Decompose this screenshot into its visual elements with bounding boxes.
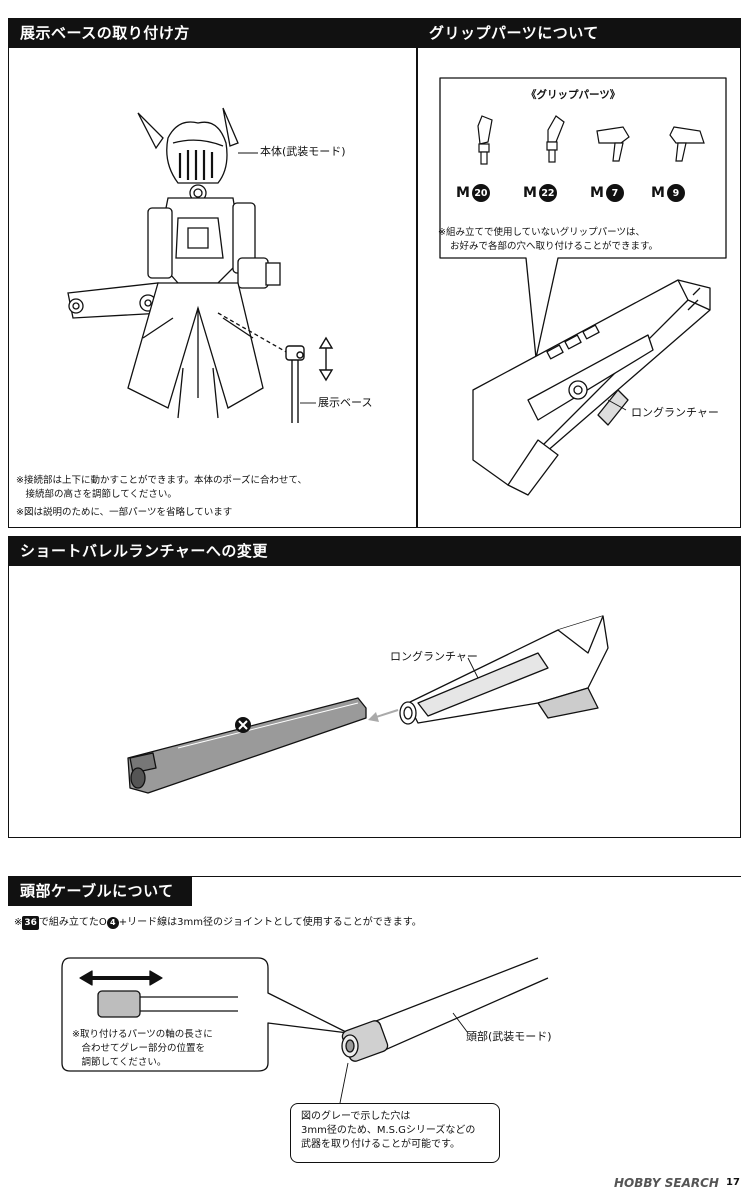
part-number-badge: 7	[605, 184, 624, 202]
display-base-header: 展示ベースの取り付け方	[8, 18, 417, 48]
joint-note-line1: ※接続部は上下に動かすことができます。本体のポーズに合わせて、	[16, 475, 308, 486]
grip-part-m7-label: M 7	[590, 184, 624, 202]
callout-line2: 3mm径のため、M.S.Gシリーズなどの	[301, 1125, 476, 1136]
grip-note-line1: ※組み立てで使用していないグリップパーツは、	[438, 227, 645, 238]
callout-line3: 武器を取り付けることが可能です。	[301, 1139, 460, 1150]
grip-note-line2: お好みで各部の穴へ取り付けることができます。	[450, 241, 659, 252]
part-letter: M	[456, 185, 470, 201]
joint-note-line2: 接続部の高さを調節してください。	[16, 489, 177, 500]
grip-part-m22-icon	[546, 115, 565, 163]
head-cable-illustration	[61, 957, 549, 1104]
long-launcher-illustration	[472, 279, 711, 496]
head-armed-mode-label: 頭部(武装モード)	[466, 1030, 552, 1043]
grip-part-m7-icon	[596, 126, 630, 162]
display-base-label: 展示ベース	[318, 396, 373, 409]
grip-part-m20-label: M 20	[456, 184, 490, 202]
grip-parts-subtitle: 《グリップパーツ》	[526, 89, 621, 101]
adjust-note-line2: 合わせてグレー部分の位置を	[72, 1043, 206, 1054]
part-number-badge: 22	[538, 184, 557, 202]
grip-parts-panel	[417, 18, 741, 528]
grip-part-m20-icon	[477, 115, 493, 165]
page-number: 17	[726, 1177, 740, 1188]
adjust-note-line1: ※取り付けるパーツの軸の長さに	[72, 1029, 213, 1040]
step-number-badge: 36	[22, 916, 39, 930]
long-launcher-label: ロングランチャー	[631, 406, 719, 419]
intro-mid-text: で組み立てたO	[38, 917, 107, 928]
short-barrel-conversion-illustration	[127, 615, 609, 794]
part-number-badge: 20	[471, 184, 490, 202]
intro-prefix: ※	[14, 917, 23, 928]
part-letter: M	[590, 185, 604, 201]
head-cable-header: 頭部ケーブルについて	[8, 876, 192, 906]
adjust-note-line3: 調節してください。	[72, 1057, 167, 1068]
long-launcher-label-2: ロングランチャー	[390, 650, 478, 663]
part-letter: M	[523, 185, 537, 201]
omission-note: ※図は説明のために、一部パーツを省略しています	[16, 507, 233, 518]
short-barrel-header: ショートバレルランチャーへの変更	[8, 536, 741, 566]
grip-callout-outline	[439, 77, 727, 359]
callout-line1: 図のグレーで示した穴は	[301, 1111, 411, 1122]
part-number-circle: 4	[106, 917, 119, 929]
body-armed-mode-label: 本体(武装モード)	[260, 145, 346, 158]
grip-part-m9-icon	[669, 126, 705, 162]
grip-part-m9-label: M 9	[651, 184, 685, 202]
part-number-badge: 9	[666, 184, 685, 202]
grip-parts-header: グリップパーツについて	[417, 18, 741, 48]
instruction-page: 展示ベースの取り付け方	[8, 8, 741, 1192]
hobby-search-logo: HOBBY SEARCH	[614, 1176, 719, 1190]
gray-hole-callout: 図のグレーで示した穴は 3mm径のため、M.S.Gシリーズなどの 武器を取り付け…	[290, 1103, 500, 1163]
part-letter: M	[651, 185, 665, 201]
grip-part-m22-label: M 22	[523, 184, 557, 202]
robot-figure-illustration	[67, 107, 334, 423]
intro-post-text: +リード線は3mm径のジョイントとして使用することができます。	[118, 917, 422, 928]
